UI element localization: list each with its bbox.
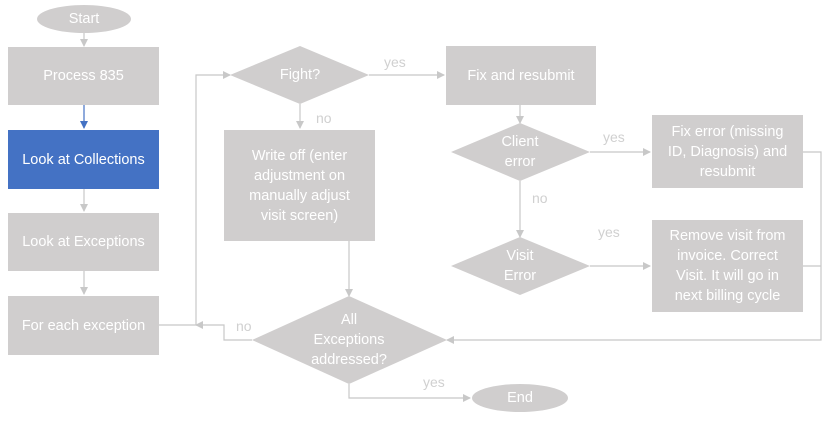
end-terminal[interactable] [472, 384, 568, 412]
client-no-label: no [532, 190, 548, 206]
look-at-exceptions-label: Look at Exceptions [22, 234, 145, 250]
client-error-decision[interactable] [451, 123, 590, 181]
connector-fixerror-to-all [446, 151, 822, 344]
remove-visit-label: Remove visit from invoice. Correct Visit… [669, 228, 786, 304]
for-each-exception-label: For each exception [21, 317, 146, 334]
fight-no-label: no [316, 110, 332, 126]
visit-yes-label: yes [598, 224, 620, 240]
fight-decision[interactable] [230, 46, 369, 104]
remove-visit-box[interactable] [652, 220, 803, 312]
start-terminal[interactable] [37, 5, 131, 33]
fight-yes-label: yes [384, 54, 406, 70]
look-at-collections-label: Look at Collections [22, 151, 145, 168]
client-error-label: Client error [501, 134, 539, 170]
all-yes-label: yes [423, 374, 445, 390]
client-yes-label: yes [603, 129, 625, 145]
look-at-collections-box[interactable] [8, 130, 159, 189]
write-off-box[interactable] [224, 130, 375, 241]
fix-error-box[interactable] [652, 115, 803, 188]
fight-label: Fight? [279, 67, 321, 83]
visit-error-decision[interactable] [451, 237, 590, 295]
start-label: Start [68, 11, 100, 27]
all-no-label: no [236, 318, 252, 334]
write-off-label: Write off (enter adjustment on manually … [249, 147, 350, 224]
look-at-exceptions-box[interactable] [8, 213, 159, 271]
process-835-box[interactable] [8, 47, 159, 105]
all-exceptions-label: All Exceptions addressed? [311, 312, 387, 368]
visit-error-label: Visit Error [503, 248, 537, 284]
all-exceptions-decision[interactable] [252, 296, 447, 384]
for-each-exception-box[interactable] [8, 296, 159, 355]
fix-error-label: Fix error (missing ID, Diagnosis) and re… [667, 123, 788, 180]
connector-all-no [195, 321, 252, 341]
end-label: End [507, 390, 533, 406]
fix-and-resubmit-label: Fix and resubmit [467, 67, 575, 84]
connector-foreach-to-fight [159, 71, 231, 326]
process-835-label: Process 835 [43, 68, 124, 84]
connector-all-yes [348, 384, 471, 402]
fix-and-resubmit-box[interactable] [446, 46, 596, 105]
